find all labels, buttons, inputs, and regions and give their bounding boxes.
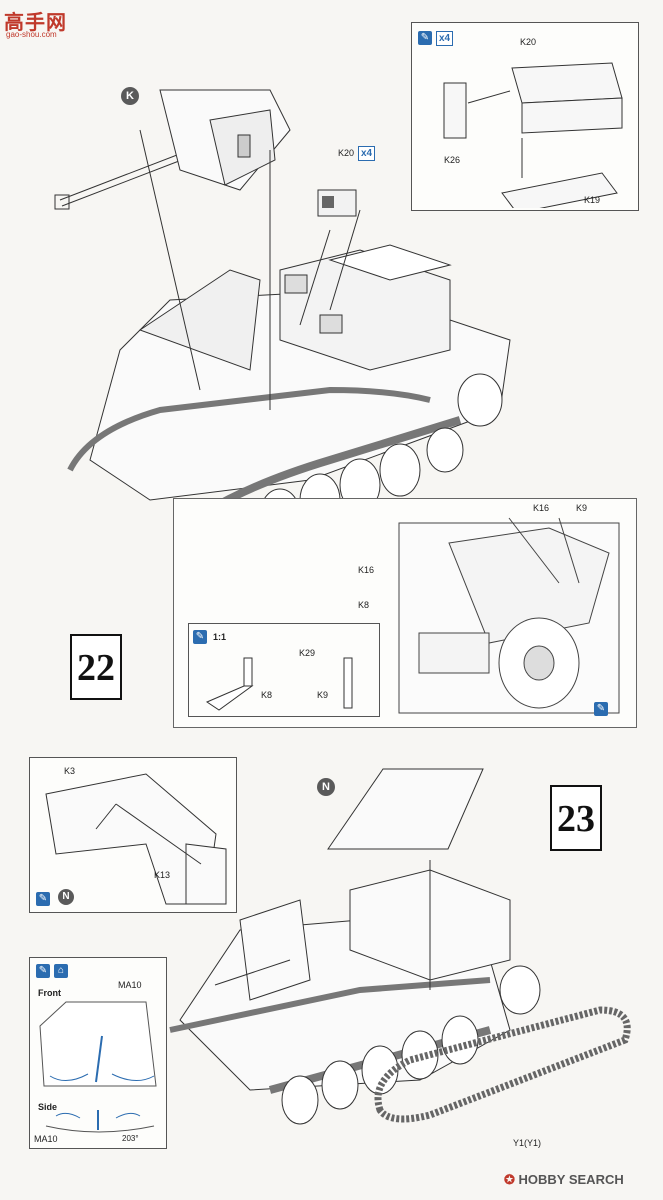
inset-ammo-rack-drawing (443, 62, 623, 208)
ma10-bottom-label: MA10 (34, 1134, 58, 1144)
callout-n-small: N (58, 889, 74, 905)
k26-inset-label: K26 (444, 155, 461, 165)
k20-count-badge: x4 (358, 146, 376, 161)
glue-icon: ✎ (36, 892, 50, 906)
glue-icon: ✎ (594, 702, 608, 716)
k20-ammo-box (317, 189, 357, 217)
ma10-top-label: MA10 (118, 980, 142, 990)
inset-detail-drawing (398, 517, 620, 714)
site-logo: 高手网 (4, 6, 67, 35)
k16-top-label: K16 (533, 503, 550, 513)
k8-side-label: K8 (358, 600, 370, 610)
step-number-23: 23 (550, 785, 602, 851)
inset-shield-drawing (45, 773, 227, 905)
decal-icon: ⌂ (54, 964, 68, 978)
k3-label: K3 (64, 766, 76, 776)
k13-label: K13 (154, 870, 171, 880)
inset-ma10: ✎ ⌂ Front MA10 Side MA10 203° (29, 957, 167, 1149)
step23-vehicle-drawing (169, 860, 541, 1125)
inset-detail: K16 K9 K16 K8 ✎ ✎ 1:1 K29 K8 K9 (173, 498, 637, 728)
inset-count-badge: x4 (436, 31, 454, 46)
k19-inset-label: K19 (584, 195, 601, 205)
glue-icon: ✎ (418, 31, 432, 45)
scale-label: 1:1 (213, 632, 227, 642)
track-y1-drawing (374, 1006, 631, 1123)
glue-icon: ✎ (36, 964, 50, 978)
site-url: gao-shou.com (6, 30, 57, 39)
front-view-drawing (39, 1001, 157, 1087)
inset-ammo-rack: ✎ x4 K20 K26 K19 (411, 22, 639, 211)
step-number-22: 22 (70, 634, 122, 700)
callout-n: N (317, 778, 335, 796)
side-label: Side (38, 1102, 58, 1112)
callout-k: K (121, 87, 139, 105)
inset-shield-plates: K3 K13 ✎ N (29, 757, 237, 913)
glue-icon: ✎ (193, 630, 207, 644)
site-logo-text: 高手网 (4, 10, 67, 34)
angle-label: 203° (122, 1134, 139, 1143)
k20-inset-label: K20 (520, 37, 537, 47)
step22-vehicle-drawing (54, 89, 511, 557)
k8-scale-label: K8 (261, 690, 273, 700)
k20-label: K20 (338, 148, 355, 158)
footer-logo: ✪ HOBBY SEARCH (504, 1172, 624, 1188)
k16-side-label: K16 (358, 565, 375, 575)
side-view-drawing (45, 1110, 155, 1133)
footer-brand-text: HOBBY SEARCH (518, 1172, 624, 1187)
footer-logo-mark: ✪ (504, 1172, 519, 1187)
inset-scale: ✎ 1:1 K29 K8 K9 (188, 623, 380, 717)
n-shield-part (327, 768, 484, 850)
k9-scale-label: K9 (317, 690, 329, 700)
k29-label: K29 (299, 648, 316, 658)
k9-top-label: K9 (576, 503, 588, 513)
track-label: Y1(Y1) (513, 1138, 542, 1148)
scale-parts-drawing (205, 657, 353, 711)
front-label: Front (38, 988, 61, 998)
